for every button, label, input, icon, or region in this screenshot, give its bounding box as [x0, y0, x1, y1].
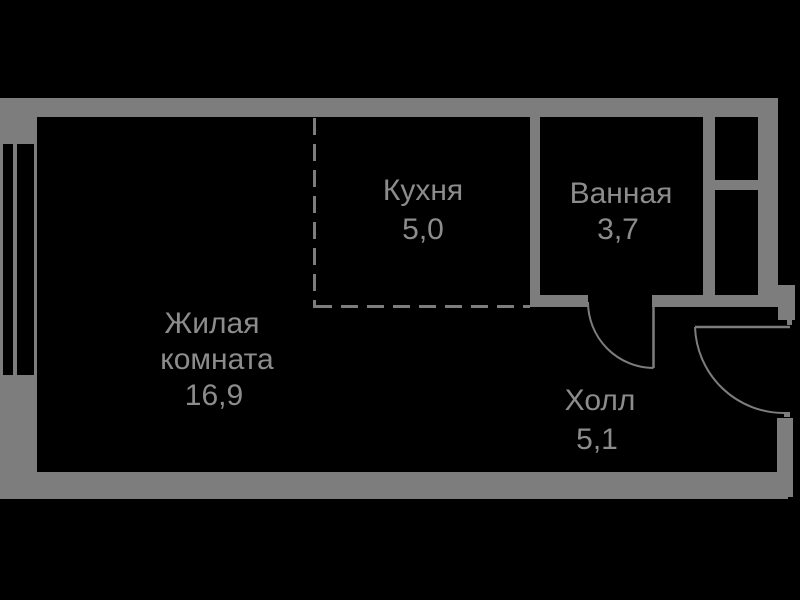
- wall-top: [0, 98, 778, 117]
- entrance-jamb-tick-top: [787, 319, 792, 325]
- kitchen-area-value: 5,0: [402, 213, 444, 246]
- wall-left-upper-block: [0, 117, 37, 144]
- living-room-area-value: 16,9: [184, 379, 244, 412]
- entrance-jamb-tick-bottom: [784, 412, 790, 417]
- wall-bottom: [0, 472, 788, 499]
- kitchen-label: Кухня: [382, 174, 464, 207]
- window-inner-line: [34, 143, 37, 375]
- hall-label: Холл: [564, 384, 636, 417]
- bathroom-wall-left: [530, 117, 540, 307]
- wall-right-upper: [758, 117, 778, 307]
- bathroom-wall-bottom-left: [530, 295, 588, 307]
- bathroom-wall-bottom-right: [652, 295, 778, 307]
- bathroom-area-value: 3,7: [597, 213, 639, 246]
- duct-divider: [715, 180, 758, 190]
- kitchen-dashed-line-horizontal: [315, 305, 530, 308]
- hall-area-value: 5,1: [576, 423, 618, 456]
- kitchen-dashed-line-vertical: [313, 118, 316, 308]
- window-glass-line: [13, 143, 17, 375]
- wall-right-lower: [777, 418, 793, 497]
- entrance-door-arc: [694, 326, 785, 414]
- window-outer-line: [0, 143, 3, 375]
- bathroom-door-arc: [587, 301, 654, 369]
- wall-right-jut: [778, 285, 795, 320]
- living-room-label-line2: комната: [160, 343, 274, 376]
- living-room-label-line1: Жилая: [164, 307, 260, 340]
- duct-wall-left: [703, 117, 715, 295]
- bathroom-label: Ванная: [569, 177, 673, 210]
